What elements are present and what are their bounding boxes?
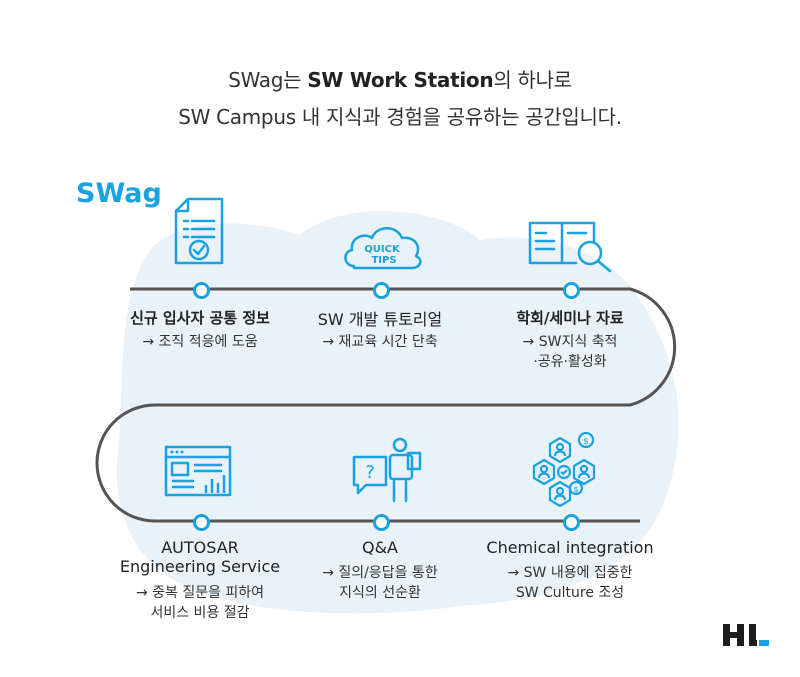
step-4-title-line-2: Engineering Service xyxy=(119,557,281,576)
headline-line-1: SWag는 SW Work Station의 하나로 xyxy=(228,68,572,92)
step-1-desc: → 조직 적응에 도움 xyxy=(142,334,258,350)
step-node-2 xyxy=(373,282,390,299)
step-6-title: Chemical integration xyxy=(486,538,654,557)
book-magnifier-icon xyxy=(528,221,612,273)
checklist-document-icon xyxy=(174,197,224,265)
step-5-desc-1: → 질의/응답을 통한 xyxy=(322,565,438,581)
step-node-5 xyxy=(373,514,390,531)
quick-text: QUICK xyxy=(364,244,401,255)
web-dashboard-icon xyxy=(164,445,232,497)
step-3-title: 학회/세미나 자료 xyxy=(516,309,624,327)
step-4-desc-1: → 중복 질문을 피하여 xyxy=(135,585,265,601)
dollar-text-2: $ xyxy=(573,485,578,494)
step-node-4 xyxy=(193,514,210,531)
step-3-desc-2: ·공유·활성화 xyxy=(533,354,607,370)
step-6-desc-2: SW Culture 조성 xyxy=(515,585,625,601)
brand-title: SWag xyxy=(76,178,162,209)
step-2-desc: → 재교육 시간 단축 xyxy=(322,334,438,350)
tips-text: TIPS xyxy=(371,255,396,266)
people-network-icon: $ $ xyxy=(532,431,596,508)
step-5-desc-2: 지식의 선순환 xyxy=(339,585,421,601)
person-question-icon: ? xyxy=(352,437,422,503)
step-5-title: Q&A xyxy=(361,538,398,557)
headline-line-2: SW Campus 내 지식과 경험을 공유하는 공간입니다. xyxy=(178,105,622,129)
step-4-desc-2: 서비스 비용 절감 xyxy=(150,605,250,621)
question-mark-text: ? xyxy=(365,462,375,483)
step-node-1 xyxy=(193,282,210,299)
step-3-desc-1: → SW지식 축적 xyxy=(522,334,618,350)
quick-tips-cloud-icon: QUICK TIPS xyxy=(344,227,422,270)
step-node-6 xyxy=(563,514,580,531)
hl-logo xyxy=(723,624,769,646)
step-node-3 xyxy=(563,282,580,299)
dollar-text-1: $ xyxy=(583,437,589,447)
step-4-title: AUTOSAR xyxy=(161,538,239,557)
step-6-desc-1: → SW 내용에 집중한 xyxy=(507,565,633,581)
step-2-title: SW 개발 튜토리얼 xyxy=(317,310,443,329)
step-1-title: 신규 입사자 공통 정보 xyxy=(130,309,270,327)
